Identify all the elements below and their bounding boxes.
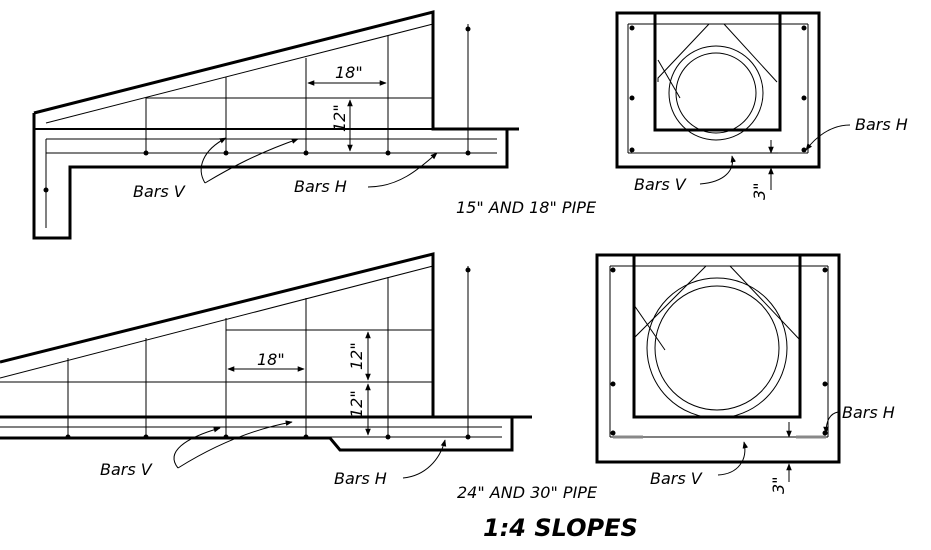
bottom-section-leader-bars-v (717, 441, 749, 476)
top-dim-12-label: 12" (330, 104, 349, 132)
bottom-section-diag-right (729, 265, 801, 341)
bottom-section-outline (595, 253, 841, 464)
bottom-leader-bars-v-1 (173, 427, 221, 469)
bottom-section-inner-box (632, 255, 802, 419)
drawing-title: 1:4 SLOPES (483, 514, 638, 542)
top-section-label-bars-v: Bars V (634, 175, 687, 194)
bottom-section-pipe-outer (646, 277, 788, 419)
top-dim-18-label: 18" (335, 63, 363, 82)
top-wall-outline (32, 10, 519, 240)
top-rebar-slope (45, 23, 434, 124)
bottom-section (595, 253, 841, 482)
bottom-caption: 24" AND 30" PIPE (457, 483, 598, 502)
top-section-leader-bars-v (699, 155, 737, 185)
top-section-outline (615, 11, 821, 169)
bottom-section-leader-bars-h (823, 411, 839, 434)
bottom-section-dim-3-label: 3" (769, 476, 788, 494)
bottom-bar-dots (65, 267, 471, 440)
top-section-pipe-outer (668, 45, 764, 141)
top-section-diag-left (657, 23, 710, 82)
top-leader-bars-v-2 (204, 138, 299, 184)
bottom-dim-12-lower-label: 12" (347, 390, 366, 418)
top-leader-bars-v-1 (200, 137, 227, 184)
bottom-section-diag-left-low (633, 304, 666, 351)
top-elevation (32, 10, 519, 240)
bottom-dim-18-label: 18" (257, 350, 285, 369)
bottom-leader-bars-v-2 (177, 420, 293, 469)
bottom-leader-bars-h (402, 439, 447, 479)
top-leader-bars-h (367, 152, 438, 188)
top-section-label-bars-h: Bars H (855, 115, 908, 134)
bottom-section-label-bars-v: Bars V (650, 469, 703, 488)
top-section (615, 11, 851, 190)
top-section-dots (629, 25, 807, 153)
top-section-pipe-inner (675, 52, 757, 134)
bottom-elevation (0, 252, 532, 479)
top-label-bars-v: Bars V (133, 182, 186, 201)
bottom-section-label-bars-h: Bars H (842, 403, 895, 422)
bottom-dim-12-upper-label: 12" (347, 342, 366, 370)
top-section-leader-bars-h (805, 124, 851, 151)
top-caption: 15" AND 18" PIPE (456, 198, 597, 217)
top-bar-dots (43, 26, 471, 193)
top-section-dim-3-label: 3" (750, 182, 769, 200)
bottom-section-pipe-inner (654, 285, 780, 411)
bottom-label-bars-h: Bars H (334, 469, 387, 488)
bottom-rebar-slope (0, 265, 434, 379)
top-section-inner-box (653, 13, 782, 132)
bottom-section-diag-left (633, 265, 707, 350)
top-section-diag-right (723, 23, 778, 83)
top-label-bars-h: Bars H (294, 177, 347, 196)
bottom-label-bars-v: Bars V (100, 460, 153, 479)
